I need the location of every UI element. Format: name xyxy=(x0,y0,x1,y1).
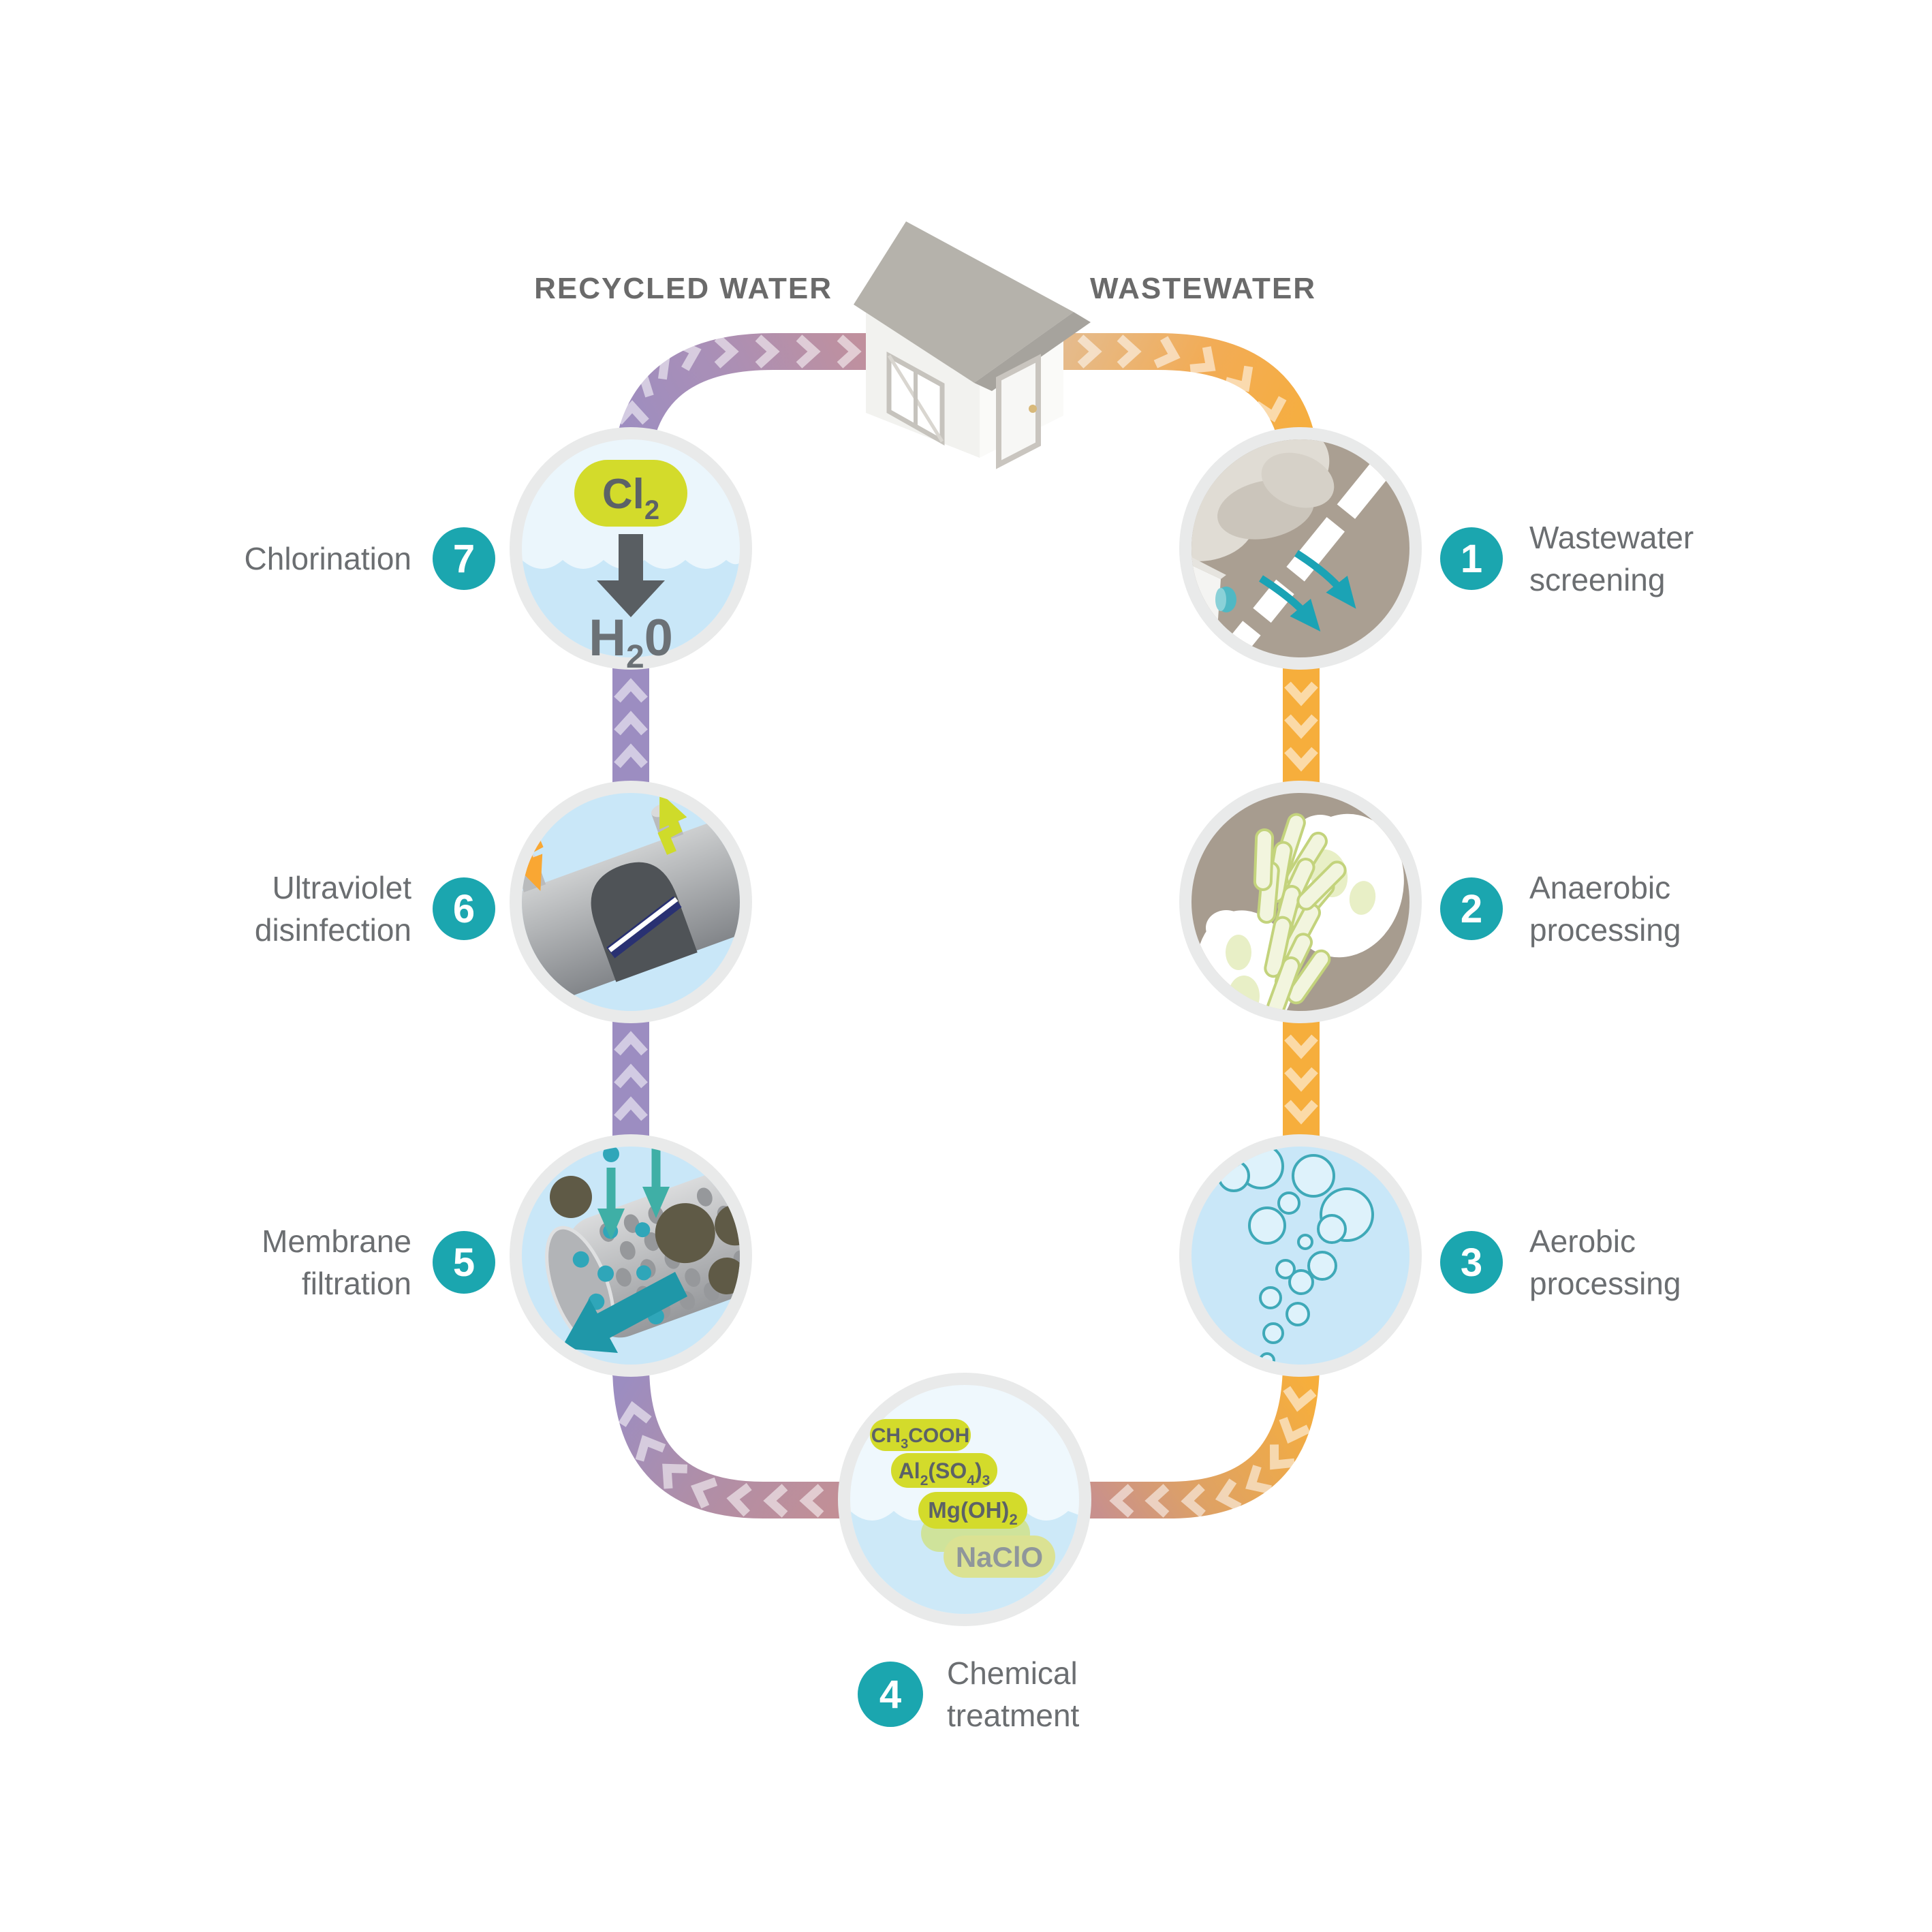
step-label-6-line1: Ultraviolet xyxy=(272,870,411,905)
step-label-7-line1: Chlorination xyxy=(245,541,411,576)
step-label-2-line1: Anaerobic xyxy=(1529,870,1670,905)
step-label-1-line2: screening xyxy=(1529,562,1665,597)
step-badge-6-number: 6 xyxy=(453,887,475,931)
flow-arrow-icon xyxy=(1294,550,1356,609)
step-label-3-line2: processing xyxy=(1529,1266,1681,1301)
step-circle-6-ultraviolet-disinfection xyxy=(510,781,752,1023)
al2so43-formula: Al2(SO4)3 xyxy=(899,1459,991,1489)
step-badge-4 xyxy=(858,1662,923,1727)
step-label-5-line1: Membrane xyxy=(262,1224,411,1259)
chemical-pill-mgoh2 xyxy=(918,1492,1027,1529)
water-formula: H20 xyxy=(589,609,673,675)
step-badge-4-number: 4 xyxy=(879,1672,901,1717)
step-badge-3-number: 3 xyxy=(1461,1241,1482,1285)
bacteria-rods-icon xyxy=(1253,813,1347,1011)
down-arrow-icon xyxy=(597,534,665,617)
step-badge-5-number: 5 xyxy=(453,1241,475,1285)
droplet xyxy=(603,1147,619,1162)
step-circle-3-aerobic-processing xyxy=(1179,1134,1422,1377)
step-labels: Wastewater screening Anaerobic processin… xyxy=(245,520,1694,1733)
step-label-1-line1: Wastewater xyxy=(1529,520,1694,555)
step-badges: 1 2 3 4 5 6 7 xyxy=(433,527,1503,1727)
step-circle-5-membrane-filtration xyxy=(510,1134,752,1377)
outflow-arrow-icon xyxy=(561,1272,687,1353)
uv-out-bolt-icon xyxy=(657,793,687,855)
step-label-4-line2: treatment xyxy=(947,1698,1080,1733)
step-label-4-line1: Chemical xyxy=(947,1655,1078,1691)
step-badge-7 xyxy=(433,527,495,590)
step-circle-2-anaerobic-processing xyxy=(1179,781,1422,1023)
step-circle-4-chemical-treatment: NaClO CH3COOH Al2(SO4)3 Mg(OH)2 xyxy=(838,1373,1091,1626)
chemical-pill-al2so43 xyxy=(891,1453,997,1488)
house-icon xyxy=(854,221,1091,469)
step-badge-5 xyxy=(433,1231,495,1294)
ch3cooh-formula: CH3COOH xyxy=(871,1424,969,1452)
step-label-6-line2: disinfection xyxy=(255,912,411,948)
step-circle-7-chlorination: Cl2 H20 xyxy=(510,427,752,675)
step-badge-6 xyxy=(433,877,495,940)
recycled-path-bottom-curve xyxy=(612,1365,842,1518)
door-knob xyxy=(1029,405,1037,413)
house-roof-edge xyxy=(974,312,1091,391)
wastewater-path-bottom-curve xyxy=(1090,1362,1320,1518)
recycled-water-label: RECYCLED WATER xyxy=(534,272,832,305)
mgoh2-formula: Mg(OH)2 xyxy=(928,1497,1017,1528)
house-door xyxy=(996,354,1041,469)
step-label-3-line1: Aerobic xyxy=(1529,1224,1636,1259)
chemical-pill-ch3cooh xyxy=(870,1419,971,1451)
step-label-5-line2: filtration xyxy=(302,1266,411,1301)
blocked-particle xyxy=(715,1204,740,1246)
naclo-formula: NaClO xyxy=(956,1541,1043,1573)
step-badge-2 xyxy=(1440,877,1503,940)
flow-arrow-icon xyxy=(1259,575,1321,632)
step-badge-7-number: 7 xyxy=(453,537,475,581)
bubbles-icon xyxy=(1217,1147,1374,1365)
step-badge-2-number: 2 xyxy=(1461,887,1482,931)
chemical-pill-naclo xyxy=(944,1536,1055,1578)
step-label-2-line2: processing xyxy=(1529,912,1681,948)
step-badge-3 xyxy=(1440,1231,1503,1294)
wastewater-label: WASTEWATER xyxy=(1090,272,1316,305)
house-roof xyxy=(854,221,1074,383)
chlorine-formula: Cl2 xyxy=(602,471,659,525)
step-badge-1 xyxy=(1440,527,1503,590)
blocked-particle xyxy=(550,1176,592,1218)
step-circle-1-wastewater-screening xyxy=(1179,427,1422,670)
step-badge-1-number: 1 xyxy=(1461,537,1482,581)
chlorine-pill xyxy=(574,460,687,527)
blocked-particle xyxy=(655,1203,715,1264)
